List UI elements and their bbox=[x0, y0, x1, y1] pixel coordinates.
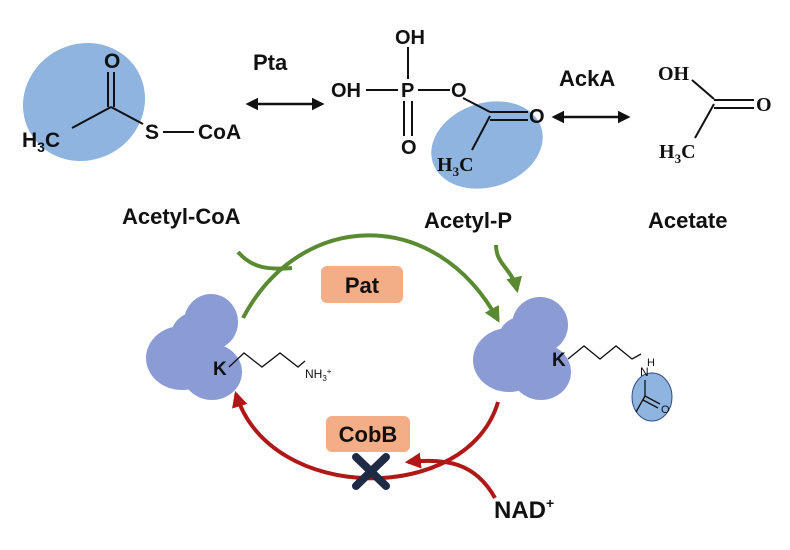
block-x-icon bbox=[352, 453, 390, 490]
left-protein-blob bbox=[146, 294, 242, 400]
acetate-structure: OH O H3C bbox=[658, 63, 772, 166]
acetyl-coa-oxygen: O bbox=[104, 50, 120, 73]
acka-label: AckA bbox=[559, 66, 615, 91]
acetyl-p-structure: OH OH P O O O H3C bbox=[331, 27, 545, 189]
pat-label: Pat bbox=[345, 273, 380, 298]
left-lysine-chain bbox=[228, 352, 306, 368]
acetyl-p-phosphorus: P bbox=[401, 80, 414, 102]
acetyl-p-carbonyl-oxygen: O bbox=[529, 106, 545, 128]
nad-cofactor: NAD+ bbox=[494, 495, 554, 524]
pta-label: Pta bbox=[253, 50, 288, 75]
acetyl-coa-structure: O S CoA H3C bbox=[22, 42, 241, 162]
cobb-label: CobB bbox=[339, 422, 398, 447]
right-nitrogen: N bbox=[640, 365, 649, 379]
acetyl-p-name: Acetyl-P bbox=[424, 208, 512, 233]
acetyl-p-input-arrow bbox=[494, 244, 522, 294]
right-lysine-k: K bbox=[552, 350, 566, 371]
acetyl-p-highlight bbox=[431, 101, 543, 189]
acetyl-coa-coa: CoA bbox=[198, 121, 241, 144]
right-protein: K N H O bbox=[473, 297, 673, 422]
acetyl-mark-highlight bbox=[631, 372, 673, 422]
right-protein-blob bbox=[473, 297, 571, 400]
acetylation-arrow bbox=[241, 233, 500, 323]
pat-enzyme-box: Pat bbox=[321, 266, 403, 303]
acetyl-p-methyl: H3C bbox=[437, 154, 474, 179]
acetate-name: Acetate bbox=[648, 208, 727, 233]
acetate-hydroxyl: OH bbox=[658, 63, 690, 85]
acetate-methyl: H3C bbox=[659, 141, 696, 166]
acetyl-p-ester-oxygen: O bbox=[451, 80, 467, 102]
acetyl-coa-sulfur: S bbox=[145, 121, 159, 144]
right-hydrogen: H bbox=[647, 357, 655, 369]
acetyl-p-oh-left: OH bbox=[331, 80, 361, 102]
acetyl-p-oxygen-bottom: O bbox=[401, 137, 417, 159]
acetyl-coa-methyl: H3C bbox=[22, 129, 60, 155]
cobb-enzyme-box: CobB bbox=[326, 416, 410, 452]
nad-input-arrow bbox=[404, 452, 497, 499]
pta-reaction: Pta bbox=[245, 50, 325, 111]
right-lysine-chain bbox=[567, 345, 642, 360]
right-oxygen: O bbox=[661, 404, 670, 416]
left-lysine-k: K bbox=[213, 359, 227, 380]
acetyl-group-highlight bbox=[22, 42, 146, 162]
acetyl-coa-input-arrow bbox=[236, 250, 293, 271]
acetyl-p-oh-top: OH bbox=[395, 27, 425, 49]
left-amine-group: NH3+ bbox=[305, 367, 332, 383]
acka-reaction: AckA bbox=[551, 66, 631, 124]
left-protein: K NH3+ bbox=[146, 294, 332, 400]
acetate-oxygen: O bbox=[756, 94, 772, 116]
acetyl-coa-name: Acetyl-CoA bbox=[122, 204, 241, 229]
